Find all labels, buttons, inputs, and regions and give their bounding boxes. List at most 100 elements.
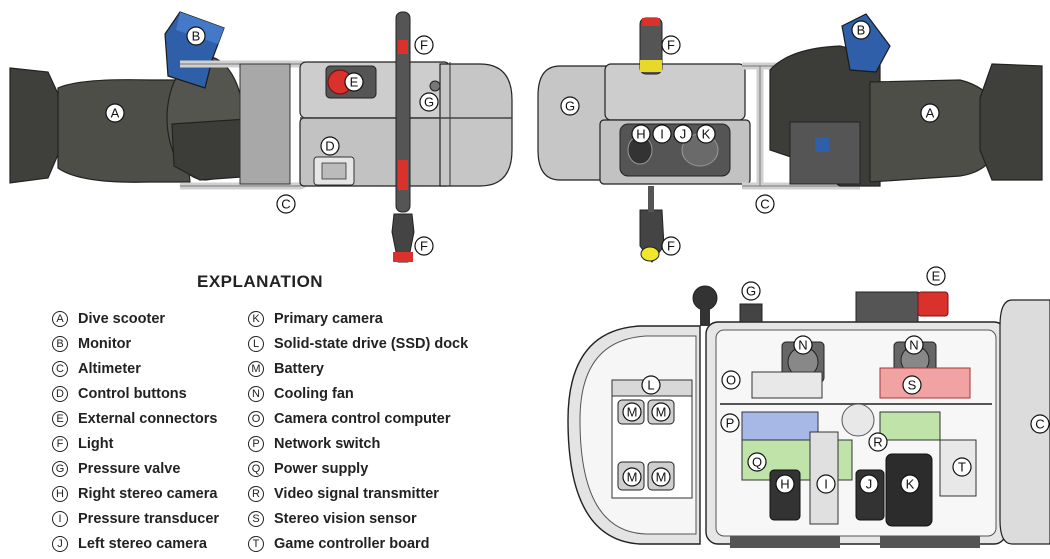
svg-text:K: K bbox=[906, 477, 915, 492]
legend-label: Stereo vision sensor bbox=[274, 511, 417, 527]
svg-text:H: H bbox=[636, 127, 645, 142]
legend-label: Primary camera bbox=[274, 311, 383, 327]
legend-key: T bbox=[248, 536, 264, 552]
legend-label: Pressure transducer bbox=[78, 511, 220, 527]
legend-key: A bbox=[52, 311, 68, 327]
svg-text:P: P bbox=[726, 416, 735, 431]
legend-key: P bbox=[248, 436, 264, 452]
legend-title: EXPLANATION bbox=[197, 272, 324, 291]
legend-item-a: A Dive scooter bbox=[52, 308, 165, 330]
svg-text:F: F bbox=[420, 38, 428, 53]
legend-label: Camera control computer bbox=[274, 411, 451, 427]
callout-p-cut: P bbox=[720, 413, 740, 433]
legend-label: Game controller board bbox=[274, 536, 430, 552]
legend-key: B bbox=[52, 336, 68, 352]
svg-text:M: M bbox=[656, 470, 667, 485]
callout-k-right: K bbox=[696, 124, 716, 144]
legend-key: K bbox=[248, 311, 264, 327]
svg-text:N: N bbox=[798, 338, 807, 353]
callout-b-left: B bbox=[186, 26, 206, 46]
scooter-nose bbox=[9, 67, 61, 184]
svg-text:K: K bbox=[702, 127, 711, 142]
svg-text:C: C bbox=[760, 197, 769, 212]
left-view bbox=[9, 11, 513, 263]
legend-label: Control buttons bbox=[78, 386, 187, 402]
svg-text:N: N bbox=[909, 338, 918, 353]
callout-t-cut: T bbox=[952, 457, 972, 477]
callout-f-left-top: F bbox=[414, 35, 434, 55]
callout-m-cut-4: M bbox=[651, 467, 671, 487]
svg-text:I: I bbox=[660, 127, 664, 142]
legend-label: External connectors bbox=[78, 411, 218, 427]
callout-l-cut: L bbox=[641, 375, 661, 395]
svg-text:B: B bbox=[857, 23, 866, 38]
legend-key: N bbox=[248, 386, 264, 402]
callout-r-cut: R bbox=[868, 432, 888, 452]
legend-key: E bbox=[52, 411, 68, 427]
legend-label: Battery bbox=[274, 361, 324, 377]
callout-s-cut: S bbox=[902, 375, 922, 395]
legend-key: S bbox=[248, 511, 264, 527]
callout-f-right-bottom: F bbox=[661, 236, 681, 256]
legend-item-c: C Altimeter bbox=[52, 358, 141, 380]
callout-a-right: A bbox=[920, 103, 940, 123]
callout-c-right: C bbox=[755, 194, 775, 214]
svg-text:R: R bbox=[873, 435, 882, 450]
legend-label: Dive scooter bbox=[78, 311, 166, 327]
legend-label: Pressure valve bbox=[78, 461, 181, 477]
callout-m-cut-3: M bbox=[622, 467, 642, 487]
callout-d-left: D bbox=[320, 136, 340, 156]
callout-g-left: G bbox=[419, 92, 439, 112]
callout-a-left: A bbox=[105, 103, 125, 123]
legend-label: Power supply bbox=[274, 461, 369, 477]
legend-key: Q bbox=[248, 461, 264, 477]
callout-h-cut: H bbox=[775, 474, 795, 494]
svg-text:E: E bbox=[350, 75, 359, 90]
svg-text:Q: Q bbox=[752, 455, 762, 470]
cutaway-view bbox=[567, 285, 1050, 548]
legend-item-s: S Stereo vision sensor bbox=[248, 508, 417, 530]
svg-text:E: E bbox=[932, 269, 941, 284]
legend-key: I bbox=[52, 511, 68, 527]
svg-text:H: H bbox=[780, 477, 789, 492]
scooter-body bbox=[57, 79, 191, 183]
callout-g-right: G bbox=[560, 96, 580, 116]
legend-item-p: P Network switch bbox=[248, 433, 380, 455]
callout-i-right: I bbox=[652, 124, 672, 144]
legend-item-t: T Game controller board bbox=[248, 533, 430, 555]
legend-label: Left stereo camera bbox=[78, 536, 207, 552]
callout-e-left: E bbox=[344, 72, 364, 92]
legend-label: Video signal transmitter bbox=[274, 486, 439, 502]
right-view bbox=[537, 13, 1043, 263]
callout-c-left: C bbox=[276, 194, 296, 214]
legend-key: D bbox=[52, 386, 68, 402]
svg-text:A: A bbox=[926, 106, 935, 121]
legend-key: C bbox=[52, 361, 68, 377]
svg-text:G: G bbox=[746, 284, 756, 299]
legend-key: F bbox=[52, 436, 68, 452]
callout-c-cut: C bbox=[1030, 414, 1050, 434]
callout-f-left-bottom: F bbox=[414, 236, 434, 256]
legend-item-i: I Pressure transducer bbox=[52, 508, 219, 530]
svg-text:F: F bbox=[420, 239, 428, 254]
svg-text:S: S bbox=[908, 378, 917, 393]
svg-text:L: L bbox=[647, 378, 654, 393]
svg-text:C: C bbox=[281, 197, 290, 212]
svg-text:M: M bbox=[627, 405, 638, 420]
legend-item-e: E External connectors bbox=[52, 408, 217, 430]
legend-label: Network switch bbox=[274, 436, 381, 452]
legend-item-d: D Control buttons bbox=[52, 383, 187, 405]
legend-label: Altimeter bbox=[78, 361, 141, 377]
svg-text:I: I bbox=[824, 477, 828, 492]
legend-label: Right stereo camera bbox=[78, 486, 218, 502]
